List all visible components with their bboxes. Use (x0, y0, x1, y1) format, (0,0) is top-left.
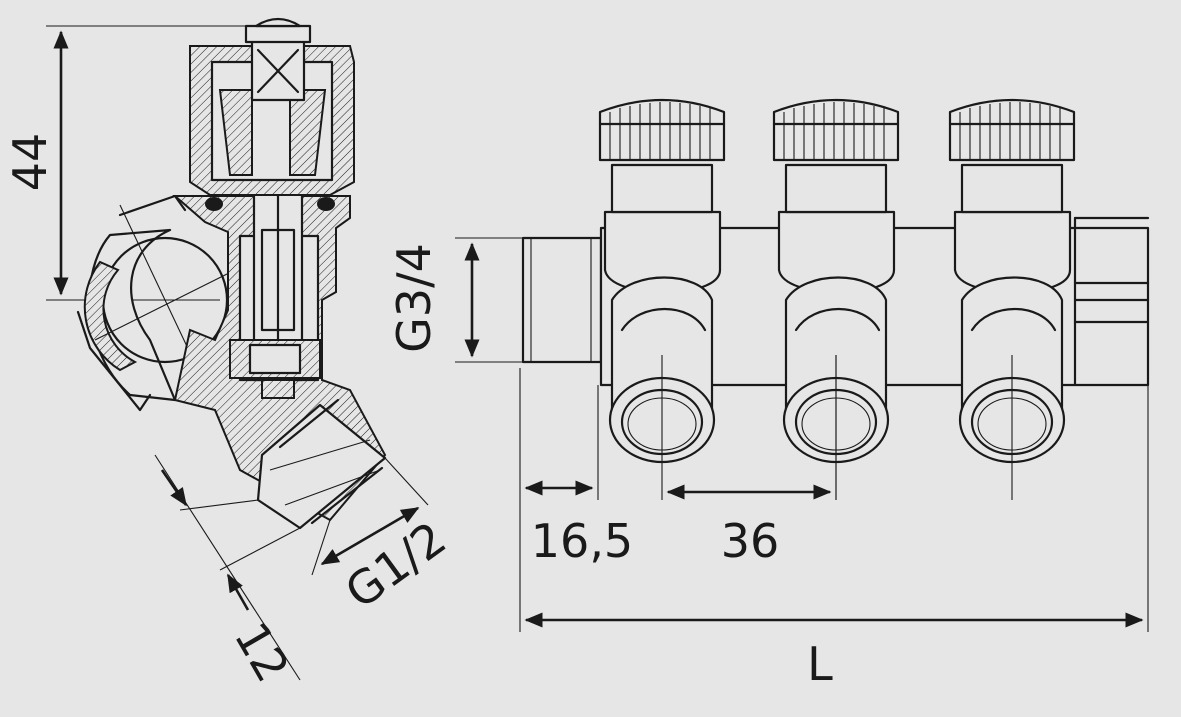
section-view (46, 17, 429, 681)
pitch-label: 36 (721, 514, 780, 568)
inlet-thread-label: G3/4 (387, 243, 441, 353)
outlet-thread-label: G1/2 (335, 511, 455, 619)
manifold-front-view (455, 98, 1150, 632)
outlet-1 (598, 98, 726, 500)
outlet-3 (948, 98, 1076, 502)
thread-length-label: 12 (224, 613, 300, 691)
height-label: 44 (3, 133, 57, 192)
outlet-thread-dimension-line (320, 506, 420, 566)
overall-length-label: L (807, 637, 833, 691)
valve-body (76, 38, 387, 530)
end-offset-label: 16,5 (531, 514, 633, 568)
valve-cap (189, 17, 355, 196)
inlet-thread-stub (521, 236, 603, 364)
